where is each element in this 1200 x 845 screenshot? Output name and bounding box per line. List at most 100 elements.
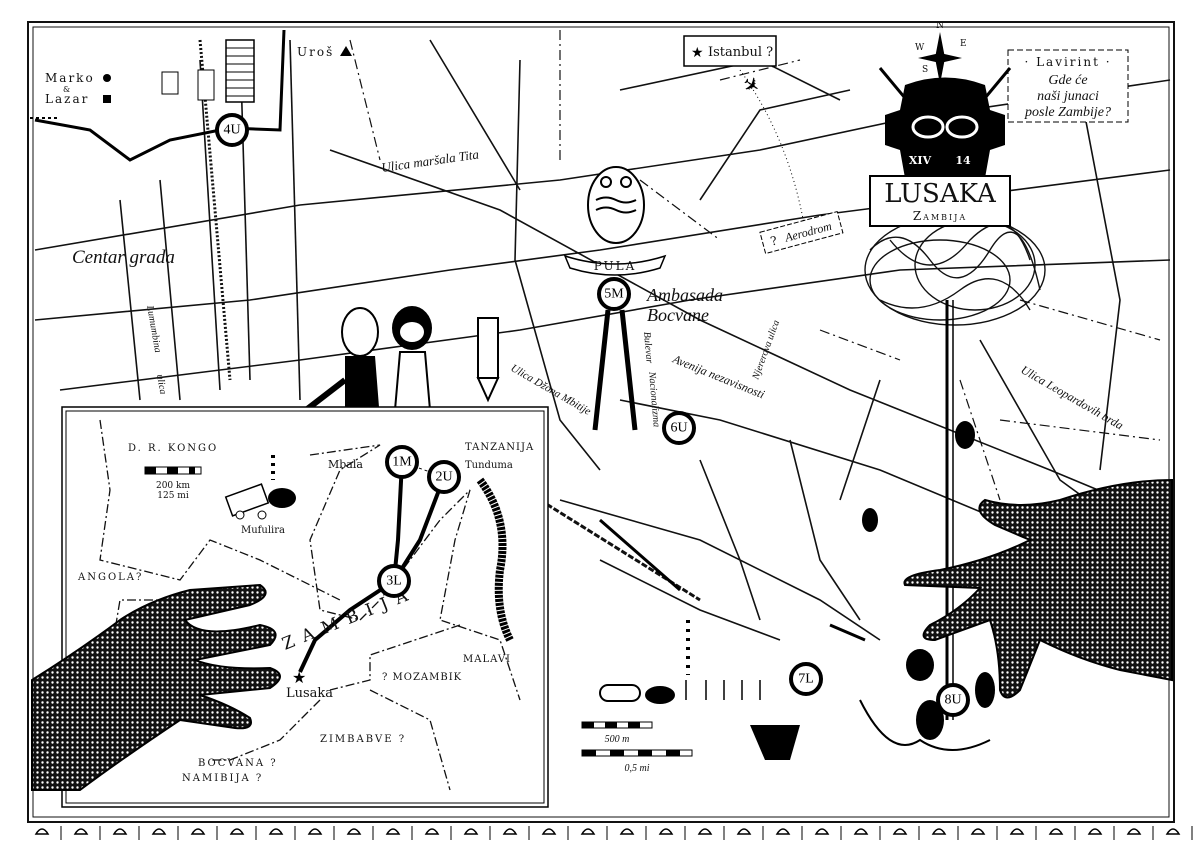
- sprout-icon: [697, 828, 713, 835]
- note-line: Gde će: [1048, 73, 1087, 88]
- ambasada-label: Bocvane: [647, 305, 709, 325]
- inset-scale-bar: 200 km 125 mi: [144, 466, 202, 501]
- sprout-icon: [775, 828, 791, 835]
- marker-label: 4U: [223, 123, 240, 138]
- stop-marker-7l[interactable]: 7L: [789, 662, 823, 696]
- scale-mi: 0,5 mi: [625, 763, 650, 774]
- emblem-country-subtitle: Zambija: [913, 209, 967, 223]
- lazar-square-icon: [103, 95, 111, 103]
- marker-label: 6U: [670, 421, 687, 436]
- city-label: Mufulira: [241, 525, 285, 536]
- pointing-hand-icon: [829, 623, 866, 642]
- stop-marker-8u[interactable]: 8U: [936, 683, 970, 717]
- street-label: Lumumbina: [144, 304, 163, 354]
- legend-lazar-label: Lazar: [45, 92, 89, 106]
- marker-label: 7L: [798, 672, 814, 687]
- sprout-icon: [1165, 828, 1181, 835]
- lusaka-emblem: N E S W XIV 14 LUSAKA Zambija: [869, 21, 1012, 227]
- sprout-icon: [34, 828, 50, 835]
- lusaka-star-icon: ★: [292, 668, 306, 687]
- pula-banner-text: PULA: [594, 259, 637, 273]
- emblem-number: 14: [955, 154, 971, 167]
- sprout-icon: [307, 828, 323, 835]
- map-frame: [27, 21, 1175, 823]
- stop-marker-4u[interactable]: 4U: [215, 113, 249, 147]
- sprout-icon: [970, 828, 986, 835]
- scale-m: 500 m: [605, 734, 630, 745]
- compass-n: N: [936, 21, 944, 31]
- decorative-sprout-border: [34, 826, 1193, 840]
- sprout-icon: [619, 828, 635, 835]
- sprout-icon: [151, 828, 167, 835]
- country-label: TANZANIJA: [465, 442, 534, 453]
- sprout-icon: [1009, 828, 1025, 835]
- tribal-masks-icon: [859, 421, 995, 751]
- sprout-icon: [853, 828, 869, 835]
- stop-marker-3l[interactable]: 3L: [377, 564, 411, 598]
- sitting-figures-icon: [278, 306, 432, 433]
- street-label: ulica: [154, 374, 168, 396]
- country-label: ANGOLA?: [77, 572, 143, 583]
- lake-malawi-icon: [476, 477, 514, 642]
- stop-marker-1m[interactable]: 1M: [385, 445, 419, 479]
- star-icon: ★: [691, 45, 704, 61]
- compass-w: W: [915, 43, 925, 53]
- city-label: Mbala: [328, 458, 363, 471]
- emblem-roman-number: XIV: [909, 154, 932, 167]
- note-line: naši junaci: [1037, 89, 1099, 104]
- istanbul-label: Istanbul ?: [708, 45, 773, 60]
- legend-amp: &: [63, 85, 70, 94]
- sprout-icon: [931, 828, 947, 835]
- compass-e: E: [960, 39, 967, 49]
- compass-s: S: [922, 65, 928, 75]
- marker-label: 3L: [386, 574, 402, 589]
- sprout-icon: [112, 828, 128, 835]
- dump-truck-icon: [224, 483, 296, 520]
- emblem-city-title: LUSAKA: [884, 179, 997, 209]
- note-line: posle Zambije?: [1024, 105, 1111, 120]
- characters-legend: Marko & Lazar Uroš: [45, 45, 352, 106]
- lavirint-note: · Lavirint · Gde će naši junaci posle Za…: [1007, 49, 1129, 123]
- sprout-icon: [424, 828, 440, 835]
- sprout-icon: [1048, 828, 1064, 835]
- labyrinth-tangle: [864, 214, 1046, 326]
- ambasada-label: Ambasada: [646, 285, 723, 305]
- country-label: NAMIBIJA ?: [182, 773, 263, 784]
- sprout-icon: [1126, 828, 1142, 835]
- sprout-icon: [814, 828, 830, 835]
- pula-coat-of-arms-icon: PULA: [563, 166, 667, 431]
- street-label: Bulevar: [641, 331, 655, 364]
- country-label: BOCVANA ?: [198, 758, 278, 769]
- country-label: ZIMBABVE ?: [320, 734, 406, 745]
- compass-rose-icon: N E S W: [915, 21, 967, 84]
- street-label: Ulica Leopardovih brda: [1019, 362, 1126, 432]
- stop-marker-5m[interactable]: 5M: [597, 277, 631, 311]
- stop-marker-2u[interactable]: 2U: [427, 460, 461, 494]
- sprout-icon: [502, 828, 518, 835]
- sprout-icon: [229, 828, 245, 835]
- marker-label: 1M: [392, 455, 412, 470]
- centar-grada-label: Centar grada: [72, 247, 175, 268]
- city-label: Tunduma: [465, 460, 513, 471]
- legend-marko-label: Marko: [45, 71, 95, 85]
- sprout-icon: [892, 828, 908, 835]
- aerodrom-question: ?: [769, 233, 779, 248]
- istanbul-box: ★ Istanbul ? ✈: [683, 35, 806, 231]
- stop-marker-6u[interactable]: 6U: [662, 411, 696, 445]
- marker-label: 8U: [944, 693, 961, 708]
- uros-triangle-icon: [340, 46, 352, 56]
- mask-icon: [885, 77, 1005, 178]
- pencil-icon: [476, 317, 500, 403]
- left-hand-icon: [31, 583, 281, 791]
- city-label: Lusaka: [286, 686, 333, 701]
- scale-mi: 125 mi: [157, 491, 189, 501]
- sprout-icon: [346, 828, 362, 835]
- street-label: Njererova ulica: [750, 319, 782, 382]
- note-title: · Lavirint ·: [1024, 55, 1111, 69]
- scale-km: 200 km: [156, 481, 190, 491]
- skyscraper-icon: [161, 39, 255, 103]
- sprout-icon: [73, 828, 89, 835]
- sprout-icon: [385, 828, 401, 835]
- sprout-icon: [658, 828, 674, 835]
